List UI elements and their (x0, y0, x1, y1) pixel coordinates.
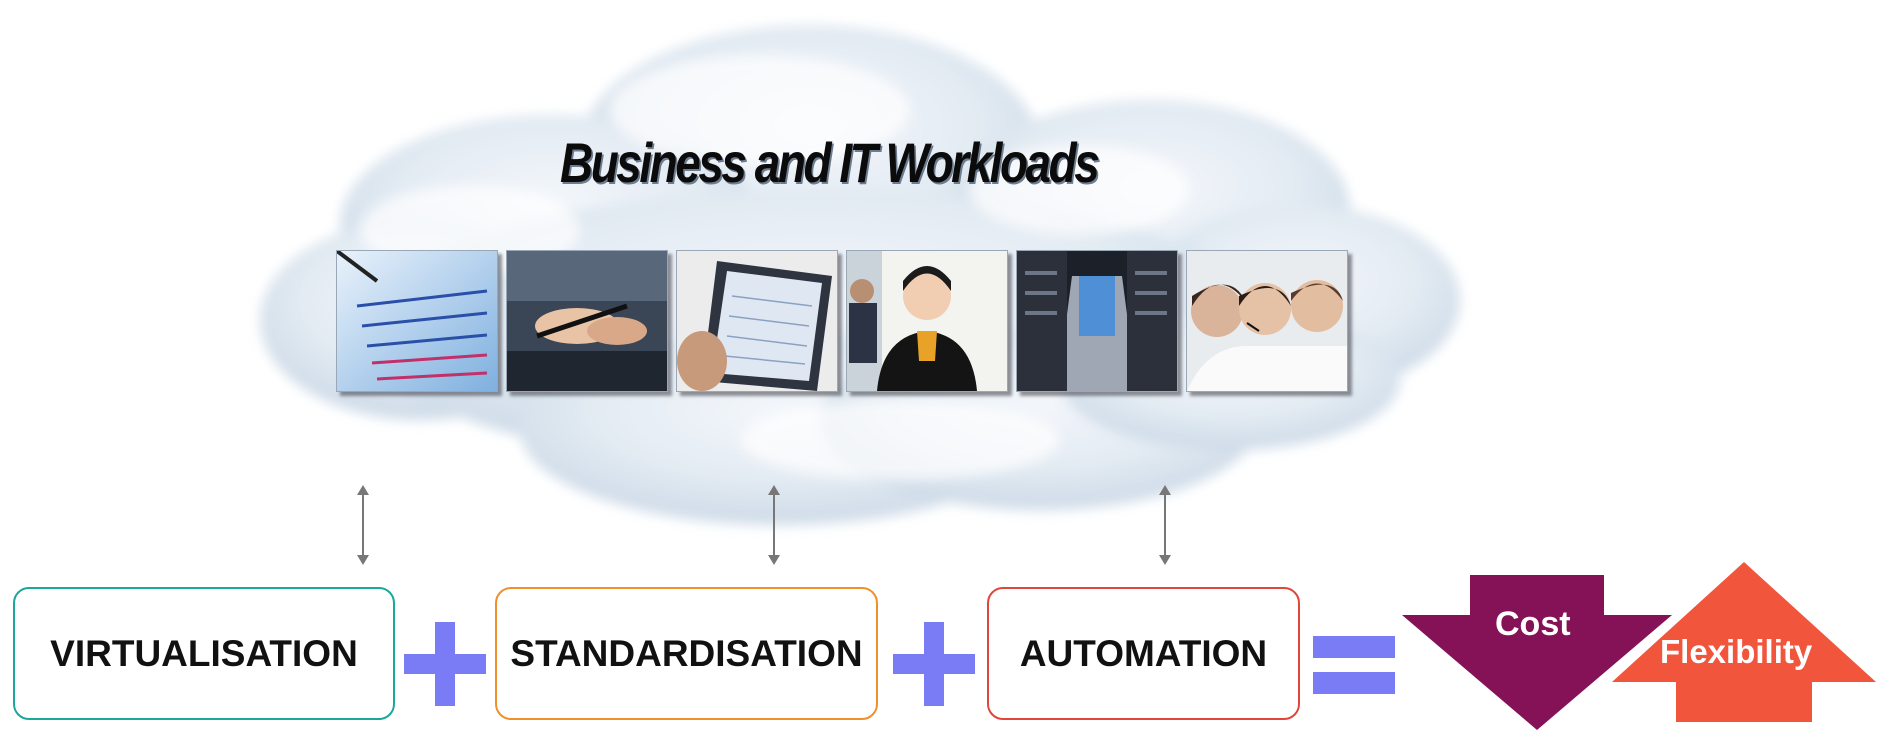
tablet-photo-icon (676, 250, 838, 392)
plus-operator-icon (893, 622, 975, 711)
cost-down-arrow-icon (1402, 575, 1672, 735)
flexibility-label: Flexibility (1660, 633, 1813, 670)
equals-operator-icon (1313, 636, 1395, 699)
cost-label: Cost (1495, 605, 1571, 643)
diagram-title: Business and IT Workloads (560, 131, 1100, 194)
automation-box: AUTOMATION (987, 587, 1300, 720)
plus-operator-icon (404, 622, 486, 711)
connector-arrow-automation (1155, 485, 1175, 565)
automation-label: AUTOMATION (1019, 632, 1268, 674)
photo-strip (336, 250, 1348, 395)
connector-arrow-standardisation (764, 485, 784, 565)
standardisation-label: STANDARDISATION (510, 632, 863, 674)
callcenter-photo-icon (1186, 250, 1348, 392)
virtualisation-box: VIRTUALISATION (13, 587, 395, 720)
flexibility-up-arrow-icon (1612, 562, 1876, 727)
standardisation-box: STANDARDISATION (495, 587, 878, 720)
chart-photo-icon (336, 250, 498, 392)
handshake-photo-icon (506, 250, 668, 392)
datacenter-photo-icon (1016, 250, 1178, 392)
virtualisation-label: VIRTUALISATION (50, 632, 358, 674)
businesswoman-photo-icon (846, 250, 1008, 392)
connector-arrow-virtualisation (353, 485, 373, 565)
